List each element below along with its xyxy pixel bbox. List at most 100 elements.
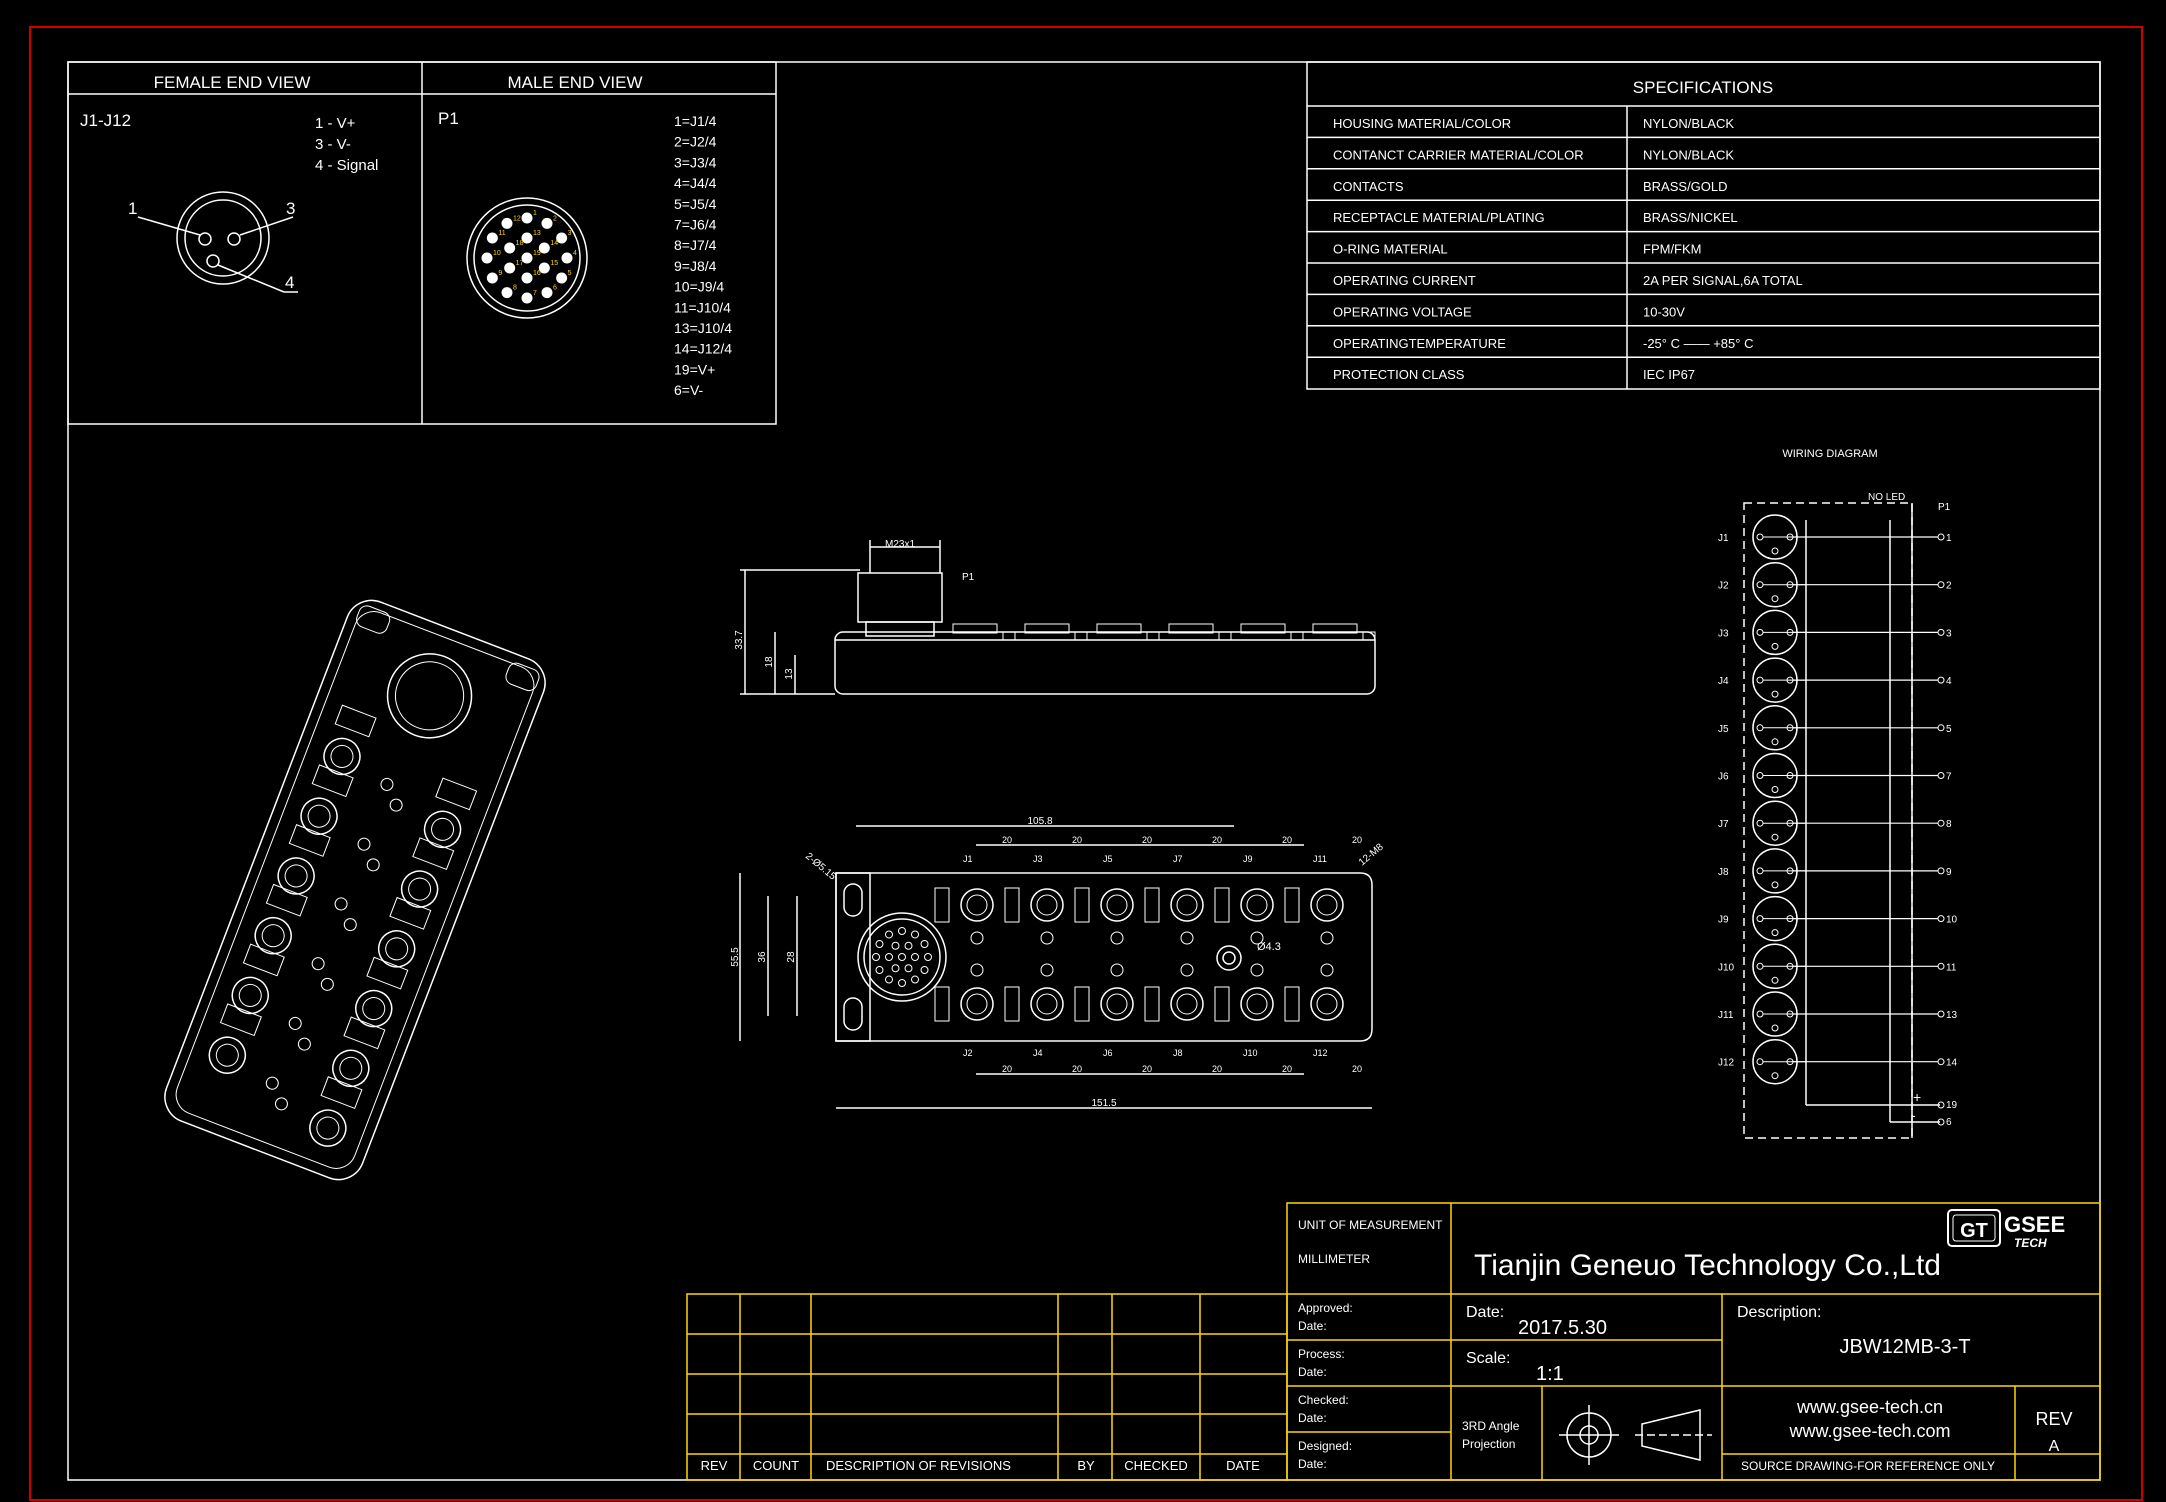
top-dot [1110,963,1124,977]
top-dot [1250,931,1264,945]
female-label-1: 1 [128,199,137,218]
male-pin-number: 15 [550,260,558,267]
top-connector-pin [898,953,906,961]
iso-led [334,704,377,738]
wiring-jack-pin [1771,642,1779,650]
side-led [1362,631,1376,641]
top-dot [1110,931,1124,945]
wiring-frame [1743,502,1940,1139]
iso-dot [334,897,348,911]
top-port [1100,888,1134,922]
top-jack-label: J3 [1033,854,1043,864]
top-port [1170,987,1204,1021]
top-led [1144,986,1160,1022]
top-jack-label: J5 [1103,854,1113,864]
wiring-jack-pin [1771,595,1779,603]
iso-led [265,883,308,917]
male-pin-number: 18 [516,240,524,247]
spec-value: NYLON/BLACK [1643,116,1734,131]
wiring-jack-label: J11 [1718,1010,1734,1021]
wiring-jack-pin [1756,915,1764,923]
approved-label: Approved: [1298,1301,1353,1315]
male-pin-map-entry: 7=J6/4 [674,217,717,233]
iso-port-inner [431,817,455,841]
top-jack-label: J8 [1173,1048,1183,1058]
top-jack-label: J9 [1243,854,1253,864]
top-dot [1180,963,1194,977]
side-body-dim: 18 [764,656,775,668]
male-pin [481,252,493,264]
top-led [1074,887,1090,923]
top-port [1310,888,1344,922]
bottom-pitch-label: 20 [1142,1064,1152,1074]
logo-gt: GT [1960,1220,1988,1242]
projection-line-2: Projection [1462,1437,1515,1451]
source-note: SOURCE DRAWING-FOR REFERENCE ONLY [1741,1459,1995,1473]
male-pin [521,252,533,264]
top-dim-h1: 55.5 [730,947,741,967]
top-port-inner [1316,993,1338,1015]
male-pin [501,287,513,299]
top-led [1004,986,1020,1022]
side-port [1024,623,1070,634]
wiring-plus: + [1913,1089,1921,1105]
side-led [1002,631,1016,641]
spec-value: 2A PER SIGNAL,6A TOTAL [1643,273,1803,288]
male-pin-number: 14 [550,240,558,247]
iso-dot [288,1016,302,1030]
top-dim-thread: 12-M8 [1357,841,1386,868]
spec-value: BRASS/GOLD [1643,179,1728,194]
spec-value: FPM/FKM [1643,242,1702,257]
male-pin-number: 17 [516,260,524,267]
top-connector-pin [911,975,919,984]
top-led [1214,986,1230,1022]
male-pin [501,217,513,229]
iso-led [435,777,478,811]
iso-dot [320,977,334,991]
iso-port-inner [261,924,285,948]
male-pin [486,232,498,244]
female-label-4: 4 [285,273,294,292]
iso-port [323,737,361,776]
male-pin [538,262,550,274]
top-port-inner [966,993,988,1015]
iso-port [377,930,416,968]
wiring-jack-label: J9 [1718,915,1729,926]
top-led [1284,887,1300,923]
iso-led [320,1076,363,1110]
description-label: Description: [1737,1304,1821,1321]
top-connector-pin [924,953,932,961]
wiring-pin-6: 6 [1946,1117,1952,1128]
male-pin [486,272,498,284]
top-led [934,887,950,923]
wiring-jack-pin [1756,1010,1764,1018]
rev-header-date: DATE [1226,1458,1260,1473]
isometric-view [164,599,546,1181]
top-connector-pin [885,953,893,961]
wiring-pin-label: 3 [1946,628,1952,639]
date-label: Date: [1466,1304,1504,1321]
male-pin-map-entry: 13=J10/4 [674,320,732,336]
wiring-jack-pin [1771,929,1779,937]
side-view [740,540,1376,695]
female-ref: J1-J12 [80,111,131,130]
top-pitch-label: 20 [1352,835,1362,845]
top-jack-label: J2 [963,1048,973,1058]
iso-dot [311,957,325,971]
male-pin-number: 4 [573,250,577,257]
iso-led [366,956,409,990]
iso-port-inner [339,1056,363,1080]
wiring-jack-label: J1 [1718,533,1729,544]
approved-date: Date: [1298,1319,1327,1333]
spec-label: OPERATING VOLTAGE [1333,304,1472,319]
male-pin-number: 12 [513,215,521,222]
male-pin [521,292,533,304]
wiring-jack-label: J6 [1718,772,1729,783]
top-jack-label: J1 [963,854,973,864]
iso-dot [357,837,371,851]
description-value: JBW12MB-3-T [1839,1336,1970,1358]
wiring-jack-pin [1771,1072,1779,1080]
iso-port [208,1036,247,1074]
wiring-jack-pin [1771,881,1779,889]
top-port-inner [1176,894,1198,916]
